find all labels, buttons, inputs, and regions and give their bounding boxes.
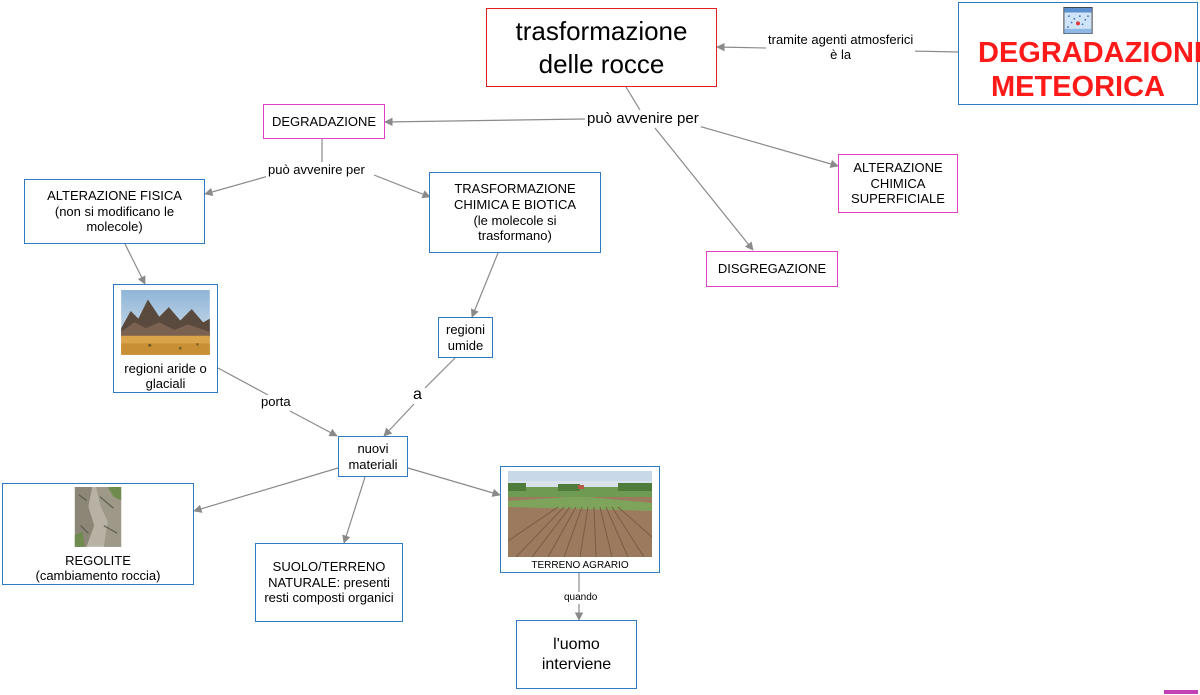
link-regioni-aride-to-porta xyxy=(217,367,269,396)
node-regioni-umide[interactable]: regioni umide xyxy=(438,317,493,358)
node-trasformazione-chimica-title: TRASFORMAZIONE CHIMICA E BIOTICA xyxy=(453,181,577,212)
node-disgregazione[interactable]: DISGREGAZIONE xyxy=(706,251,838,287)
node-terreno-agrario-label: TERRENO AGRARIO xyxy=(531,560,629,571)
plowed-field-image xyxy=(508,471,652,557)
node-terreno-agrario[interactable]: TERRENO AGRARIO xyxy=(500,466,660,573)
link-label-puo-avvenire-bottom: può avvenire per xyxy=(266,162,367,178)
node-trasformazione-chimica-note: (le molecole si trasformano) xyxy=(473,212,557,244)
corner-marker xyxy=(1164,690,1198,694)
node-degradazione[interactable]: DEGRADAZIONE xyxy=(263,104,385,139)
node-degradazione-meteorica[interactable]: DEGRADAZIONE METEORICA xyxy=(958,2,1200,105)
link-nuovi-materiali-to-regolite xyxy=(193,467,339,513)
link-label-tramite: tramite agenti atmosferici è la xyxy=(766,32,916,63)
link-label-tramite-line2: è la xyxy=(830,46,852,62)
node-trasformazione-delle-rocce[interactable]: trasformazione delle rocce xyxy=(486,8,717,87)
link-label-a: a xyxy=(411,386,424,405)
node-regolite[interactable]: REGOLITE (cambiamento roccia) xyxy=(2,483,194,585)
node-uomo-interviene[interactable]: l'uomo interviene xyxy=(516,620,637,689)
link-porta-to-nuovi-materiali xyxy=(289,410,338,437)
node-degradazione-label: DEGRADAZIONE xyxy=(271,113,376,129)
link-a-to-nuovi-materiali xyxy=(383,403,415,437)
link-alterazione-fisica-to-regioni-aride xyxy=(124,243,146,285)
link-label-porta: porta xyxy=(259,394,293,410)
node-suolo-label: SUOLO/TERRENO NATURALE: presenti resti c… xyxy=(264,559,394,606)
node-alterazione-fisica-title: ALTERAZIONE FISICA xyxy=(47,188,182,204)
node-trasformazione-label: trasformazione delle rocce xyxy=(515,16,688,79)
node-alterazione-fisica-note: (non si modificano le molecole) xyxy=(54,203,175,235)
node-regolite-title: REGOLITE xyxy=(65,552,131,568)
node-suolo-terreno-naturale[interactable]: SUOLO/TERRENO NATURALE: presenti resti c… xyxy=(255,543,403,622)
link-trasformazione-chimica-to-regioni-umide xyxy=(470,252,499,318)
node-regolite-note: (cambiamento roccia) xyxy=(35,568,161,584)
node-uomo-label: l'uomo interviene xyxy=(541,636,612,673)
link-nuovi-materiali-to-terreno-agrario xyxy=(407,467,501,497)
link-to-disgregazione xyxy=(654,127,754,251)
regolith-rock-image xyxy=(74,487,122,547)
link-to-degradazione xyxy=(384,117,586,127)
link-regioni-umide-to-a xyxy=(424,357,456,389)
desert-mountains-image xyxy=(121,290,210,355)
node-nuovi-materiali[interactable]: nuovi materiali xyxy=(338,436,408,477)
link-to-alterazione-chimica xyxy=(694,124,839,168)
node-regioni-umide-label: regioni umide xyxy=(445,321,486,353)
link-to-alterazione-fisica xyxy=(204,174,273,196)
link-trasformazione-to-puo-avvenire xyxy=(625,86,641,111)
node-disgregazione-label: DISGREGAZIONE xyxy=(717,261,827,277)
node-alterazione-fisica[interactable]: ALTERAZIONE FISICA (non si modificano le… xyxy=(24,179,205,244)
link-label-tramite-line1: tramite agenti atmosferici xyxy=(768,32,914,47)
link-label-puo-avvenire-top: può avvenire per xyxy=(585,110,701,128)
link-nuovi-materiali-to-suolo xyxy=(342,476,366,544)
node-regioni-aride-label: regioni aride o glaciali xyxy=(124,360,207,392)
degradazione-meteorica-title: DEGRADAZIONE METEORICA xyxy=(978,37,1200,103)
link-to-trasformazione-chimica xyxy=(373,174,431,199)
node-alterazione-chimica[interactable]: ALTERAZIONE CHIMICA SUPERFICIALE xyxy=(838,154,958,213)
node-alterazione-chimica-label: ALTERAZIONE CHIMICA SUPERFICIALE xyxy=(851,160,945,207)
weathering-icon xyxy=(1063,7,1093,35)
node-regioni-aride[interactable]: regioni aride o glaciali xyxy=(113,284,218,393)
link-label-quando: quando xyxy=(562,592,600,604)
node-trasformazione-chimica[interactable]: TRASFORMAZIONE CHIMICA E BIOTICA (le mol… xyxy=(429,172,601,253)
node-nuovi-materiali-label: nuovi materiali xyxy=(348,440,398,472)
